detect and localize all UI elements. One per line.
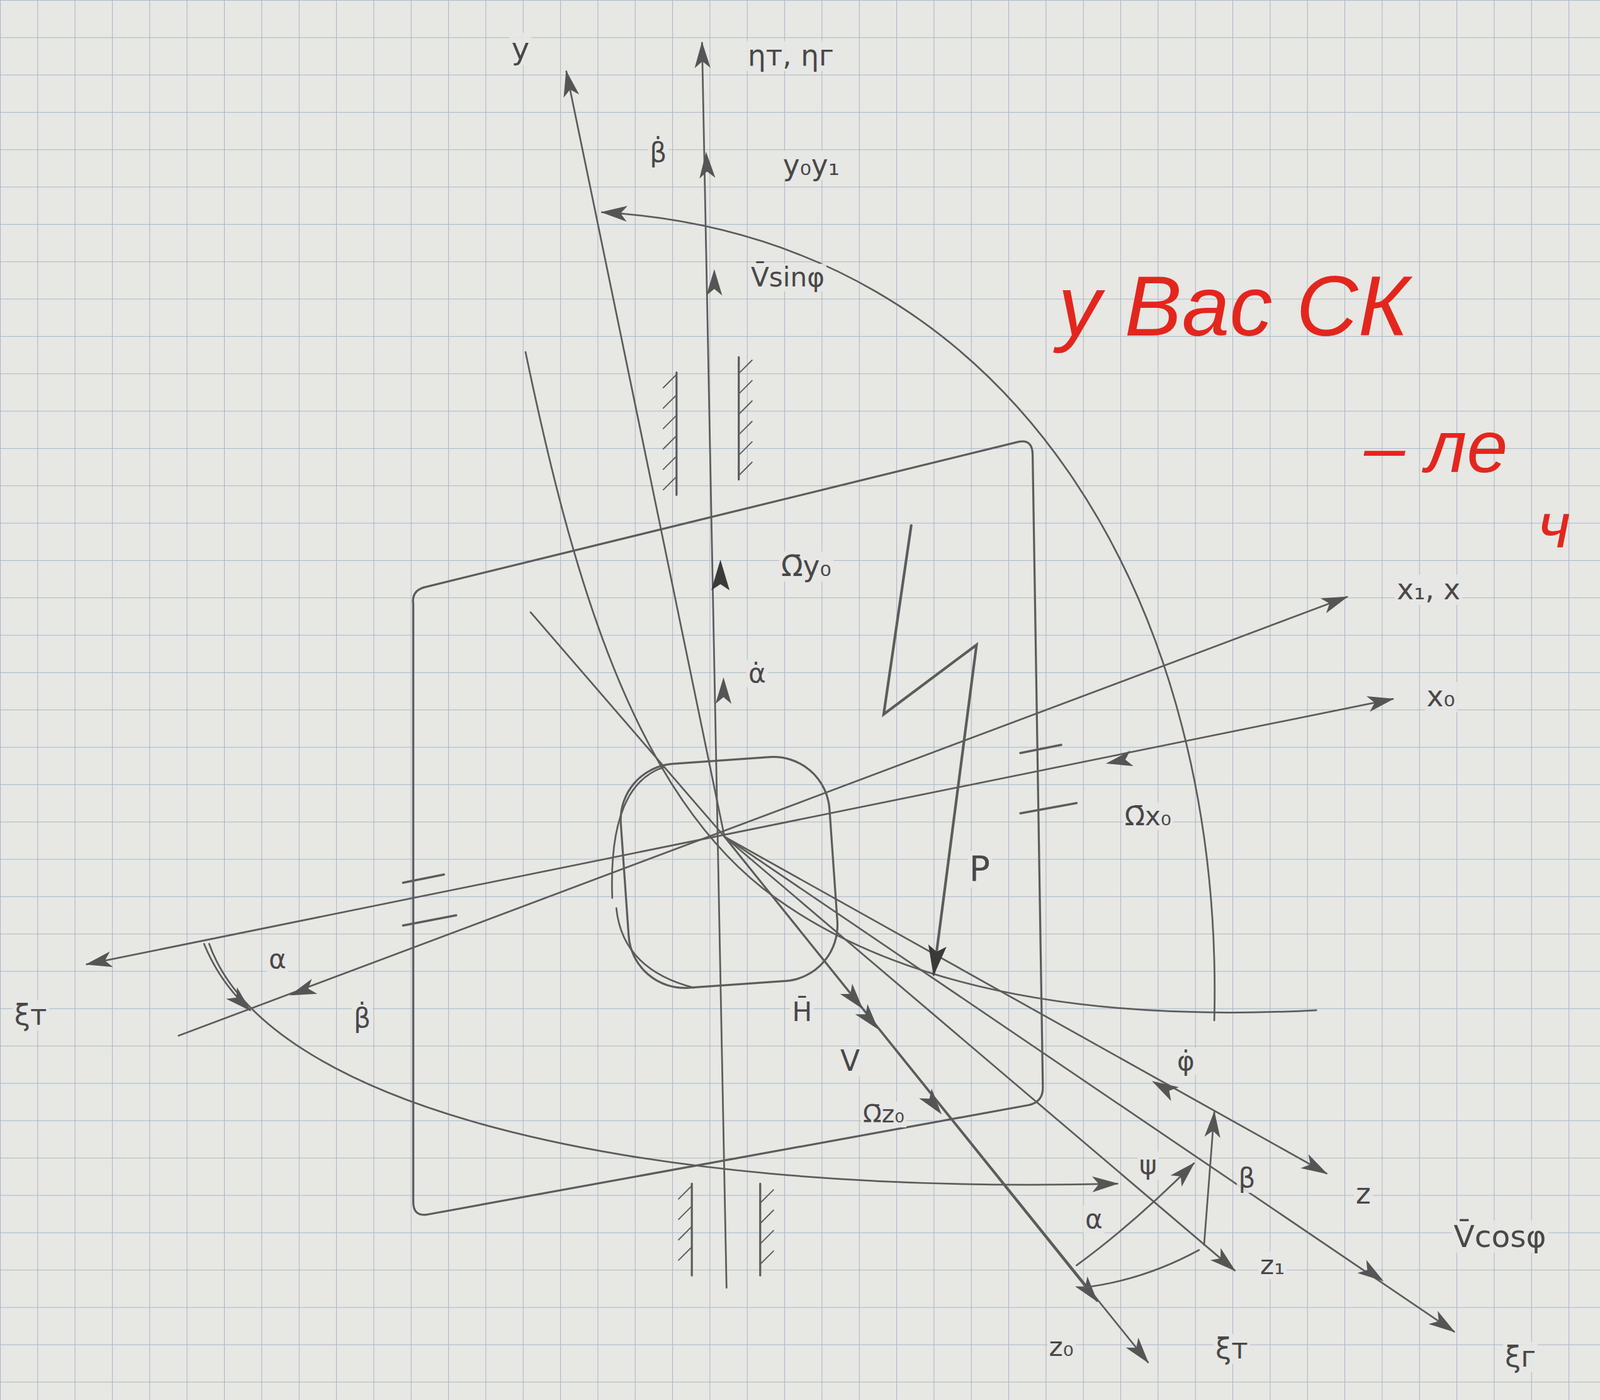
aux-line bbox=[530, 612, 725, 838]
rotor-edge bbox=[616, 908, 694, 988]
axis-label: z bbox=[1353, 1178, 1373, 1210]
pencil-lines bbox=[86, 42, 1454, 1363]
angle-arc bbox=[1081, 1250, 1199, 1288]
vector-label: β̇ bbox=[647, 139, 669, 167]
xi-g-axis bbox=[724, 836, 1454, 1332]
axis-label: y₀y₁ bbox=[781, 150, 842, 181]
axis-label: ηт, ηг bbox=[745, 40, 836, 72]
vector-label: V bbox=[838, 1046, 862, 1077]
force-arrow bbox=[883, 525, 977, 975]
rotor bbox=[616, 752, 841, 992]
axis-label: ξт bbox=[12, 1000, 50, 1031]
gimbal-frame bbox=[412, 441, 1043, 1215]
angle-arrow bbox=[1204, 1112, 1215, 1246]
handwritten-note: у Вас СК bbox=[1056, 261, 1411, 352]
axis-label: z₁ bbox=[1258, 1251, 1287, 1279]
axis-label: ξг bbox=[1503, 1341, 1538, 1373]
handwritten-note: ч bbox=[1535, 492, 1573, 559]
angle-label: β bbox=[1236, 1164, 1258, 1193]
vector-label: Ω̄y₀ bbox=[779, 551, 834, 582]
rotation-arc bbox=[208, 943, 1118, 1185]
xi-t-axis bbox=[724, 836, 1098, 1302]
force-label: P bbox=[967, 850, 992, 888]
axis-label: x₁, x bbox=[1394, 574, 1463, 605]
vector-label: φ̇ bbox=[1175, 1047, 1197, 1076]
angle-arc bbox=[203, 943, 250, 1010]
axis-label: x₀ bbox=[1425, 681, 1458, 712]
z1-axis bbox=[724, 836, 1235, 1271]
vector-label: H̄ bbox=[789, 998, 814, 1026]
z-axis bbox=[724, 836, 1327, 1174]
x0-axis bbox=[86, 698, 1393, 964]
rotor-edge bbox=[611, 767, 664, 898]
vector-label: Ω̄z₀ bbox=[861, 1101, 907, 1128]
angle-label: ψ bbox=[1137, 1151, 1159, 1179]
z0-axis bbox=[724, 836, 1149, 1363]
angle-label: α bbox=[266, 945, 289, 974]
vector-label: Ω̄x₀ bbox=[1122, 802, 1174, 831]
vector-label: V̄cosφ bbox=[1452, 1220, 1549, 1253]
vector-label: β̇ bbox=[351, 1004, 373, 1033]
x1-axis bbox=[178, 596, 1347, 1036]
handwritten-note: – ле bbox=[1362, 408, 1510, 486]
vector-label: α̇ bbox=[746, 659, 768, 688]
axis-label: ξт bbox=[1213, 1333, 1251, 1364]
side-bearing bbox=[402, 744, 1077, 926]
bearing bbox=[676, 356, 761, 1276]
bearing-hatch bbox=[663, 360, 774, 1264]
vector-label: V̄sinφ bbox=[749, 263, 827, 292]
angle-arc bbox=[1076, 1163, 1194, 1266]
angle-label: α bbox=[1083, 1205, 1105, 1234]
axis-label: y bbox=[509, 32, 532, 65]
trajectory-curve bbox=[525, 351, 1317, 1013]
axis-label: z₀ bbox=[1047, 1333, 1076, 1361]
y-axis bbox=[566, 71, 725, 837]
